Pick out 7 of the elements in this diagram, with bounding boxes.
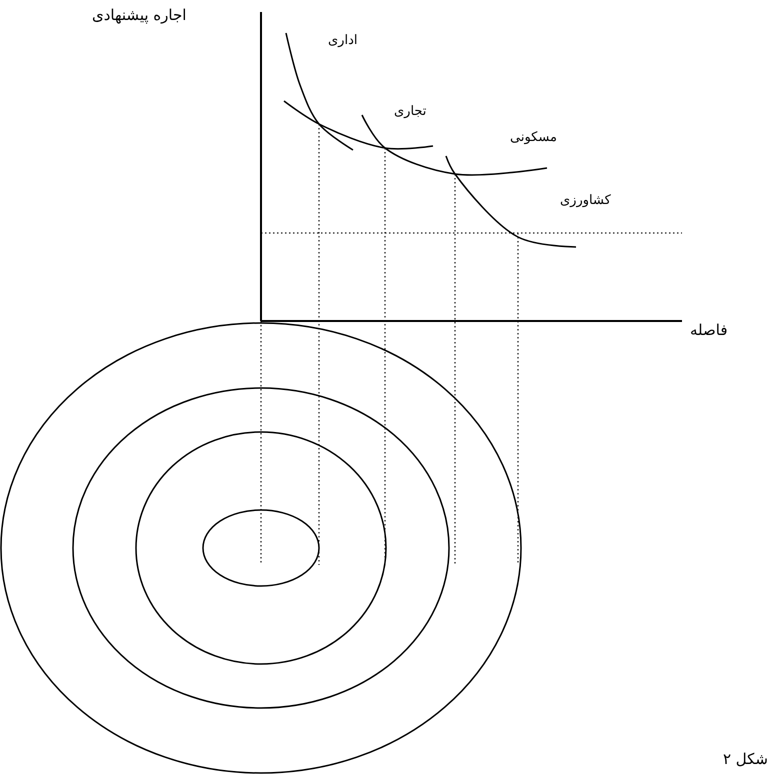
curve-label: تجاری <box>394 104 426 120</box>
curve-label: مسکونی <box>510 130 557 146</box>
curve-label: اداری <box>328 33 358 49</box>
x-axis-label: فاصله <box>690 321 728 339</box>
curve-label: کشاورزی <box>560 193 611 209</box>
figure-caption: شکل ۲ <box>722 750 768 768</box>
y-axis-label: اجاره پیشنهادی <box>92 6 186 24</box>
